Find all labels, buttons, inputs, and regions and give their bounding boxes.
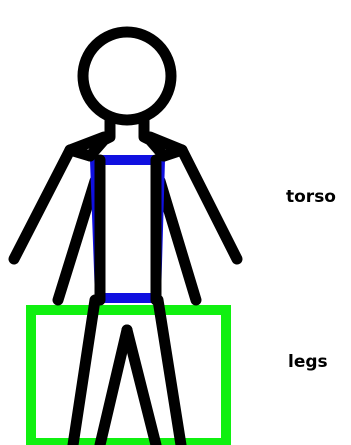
legs <box>73 300 181 445</box>
legs-label: legs <box>288 354 328 371</box>
head <box>83 32 171 120</box>
right-leg-outer <box>158 300 181 445</box>
right-shoulder <box>164 150 182 156</box>
right-inner-arm <box>160 181 196 300</box>
left-shoulder <box>70 150 90 156</box>
left-inner-arm <box>58 181 95 300</box>
right-leg-inner <box>127 330 156 445</box>
left-leg-inner <box>100 330 127 445</box>
left-leg-outer <box>73 300 95 445</box>
torso-label: torso <box>286 189 336 206</box>
